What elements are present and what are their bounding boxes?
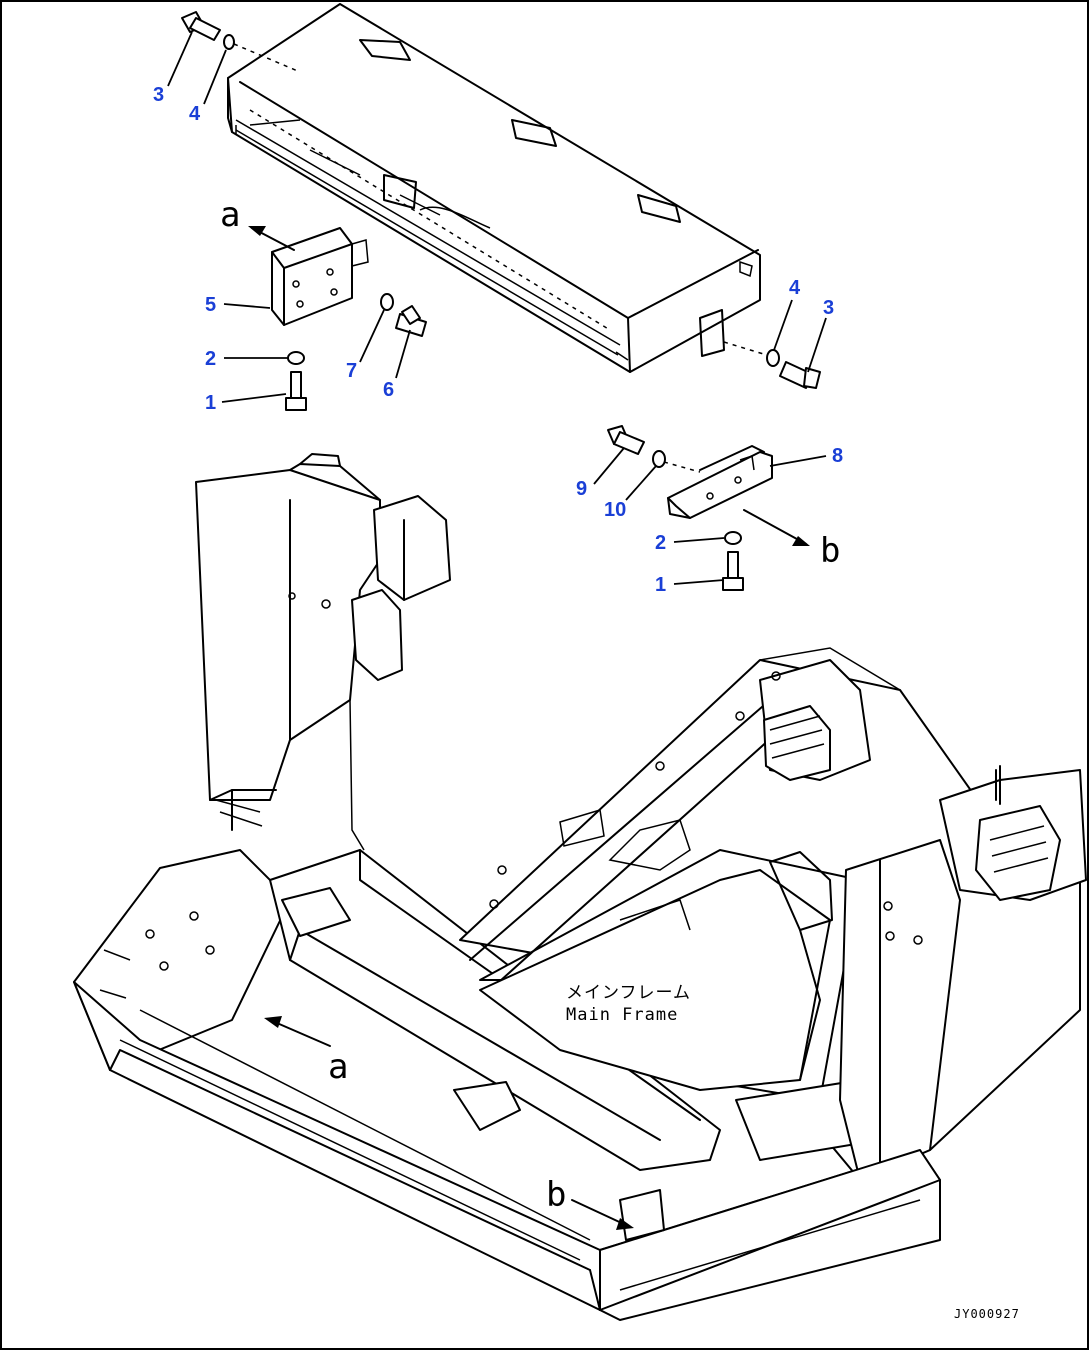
main-frame [73, 453, 1087, 1321]
callout-3-right: 3 [823, 297, 834, 319]
callout-8: 8 [832, 445, 843, 467]
frame-label: メインフレーム Main Frame [566, 983, 691, 1025]
bolt-6 [380, 293, 427, 337]
callout-1-left: 1 [205, 392, 216, 414]
view-arrow-b-top [743, 509, 810, 546]
drawing-code: JY000927 [954, 1307, 1020, 1321]
cover-box [227, 3, 761, 373]
bolt-3-right [723, 341, 821, 389]
bolt-1-right [722, 531, 744, 591]
callout-4-right: 4 [789, 277, 801, 299]
callout-1-right: 1 [655, 574, 666, 596]
view-arrow-a-bottom [264, 1016, 331, 1047]
callout-2-right: 2 [655, 532, 666, 554]
frame-label-english: Main Frame [566, 1005, 678, 1025]
callout-10: 10 [604, 499, 626, 521]
leader-lines [167, 31, 827, 585]
bracket-5 [271, 227, 369, 326]
callout-7: 7 [346, 360, 357, 382]
view-letters: a b a b [220, 195, 840, 1215]
bolt-1-left [285, 351, 307, 411]
callout-3-top-left: 3 [153, 84, 164, 106]
bolt-3-top-left [181, 11, 301, 73]
callout-5: 5 [205, 294, 216, 316]
bolt-9 [607, 425, 701, 473]
bracket-8 [667, 445, 773, 519]
callout-6: 6 [383, 379, 394, 401]
callout-numbers: 3 4 5 2 1 7 6 4 3 9 10 8 2 1 [153, 84, 843, 596]
callout-9: 9 [576, 478, 587, 500]
callout-2-left: 2 [205, 348, 216, 370]
view-letter-a-bottom: a [328, 1047, 348, 1087]
view-letter-a-top: a [220, 195, 240, 235]
callout-4-top-left: 4 [189, 103, 201, 125]
view-arrow-a-top [248, 226, 295, 251]
frame-label-japanese: メインフレーム [566, 983, 691, 1003]
view-letter-b-bottom: b [546, 1175, 566, 1215]
view-arrow-b-bottom [571, 1199, 634, 1230]
view-letter-b-top: b [820, 531, 840, 571]
